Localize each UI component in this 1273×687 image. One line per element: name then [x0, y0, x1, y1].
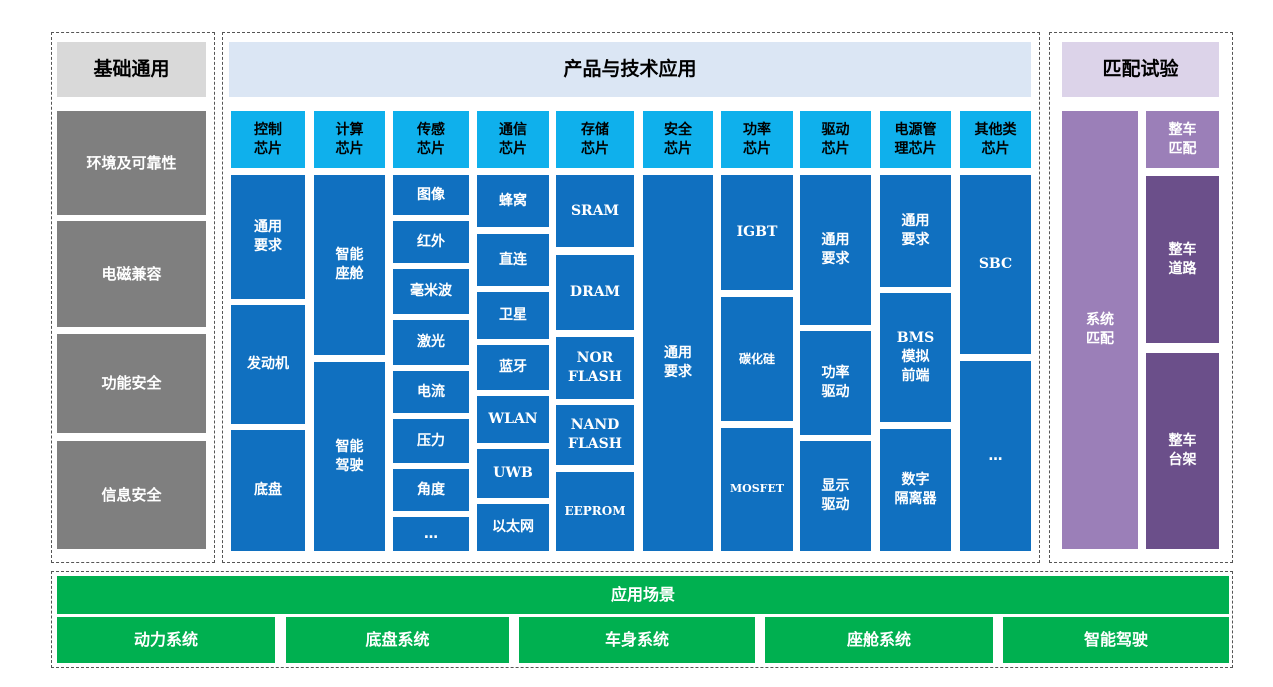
- chip-item: 通用 要求: [643, 175, 713, 551]
- chip-column-title: 存储 芯片: [556, 111, 634, 168]
- chip-column-title: 控制 芯片: [231, 111, 305, 168]
- chip-item: SBC: [960, 175, 1031, 354]
- scenario-frame: [51, 571, 1233, 668]
- scenario-header: 应用场景: [57, 576, 1229, 614]
- vehicle-matching: 整车 匹配: [1146, 111, 1219, 168]
- foundation-frame: [51, 32, 215, 563]
- scenario-item: 座舱系统: [765, 617, 993, 663]
- matching-frame: [1049, 32, 1233, 563]
- chip-item: BMS 模拟 前端: [880, 293, 951, 422]
- chip-item: 发动机: [231, 305, 305, 424]
- chip-item: 电流: [393, 371, 469, 413]
- chip-item: 红外: [393, 221, 469, 263]
- chip-item: 智能 座舱: [314, 175, 385, 355]
- chip-item: 显示 驱动: [800, 441, 871, 551]
- chip-item: IGBT: [721, 175, 793, 290]
- chip-item: WLAN: [477, 396, 549, 443]
- chip-item: …: [960, 361, 1031, 551]
- chip-item: 碳化硅: [721, 297, 793, 421]
- matching-header: 匹配试验: [1062, 42, 1219, 97]
- chip-column-title: 其他类 芯片: [960, 111, 1031, 168]
- chip-item: 蜂窝: [477, 175, 549, 227]
- chip-column-title: 驱动 芯片: [800, 111, 871, 168]
- chip-item: MOSFET: [721, 428, 793, 551]
- chip-item: 通用 要求: [800, 175, 871, 325]
- chip-item: NAND FLASH: [556, 405, 634, 465]
- scenario-item: 动力系统: [57, 617, 275, 663]
- chip-item: 角度: [393, 469, 469, 511]
- system-matching: 系统 匹配: [1062, 111, 1138, 549]
- chip-item: 蓝牙: [477, 345, 549, 390]
- chip-item: 功率 驱动: [800, 331, 871, 435]
- foundation-item: 信息安全: [57, 441, 206, 549]
- chip-column-title: 功率 芯片: [721, 111, 793, 168]
- vehicle-bench-test: 整车 台架: [1146, 353, 1219, 549]
- scenario-item: 智能驾驶: [1003, 617, 1229, 663]
- chip-item: EEPROM: [556, 472, 634, 551]
- vehicle-road-test: 整车 道路: [1146, 176, 1219, 343]
- chip-item: 底盘: [231, 430, 305, 551]
- chip-item: SRAM: [556, 175, 634, 247]
- foundation-item: 功能安全: [57, 334, 206, 433]
- chip-item: 卫星: [477, 292, 549, 339]
- product-header: 产品与技术应用: [229, 42, 1031, 97]
- chip-item: 智能 驾驶: [314, 362, 385, 551]
- product-frame: [222, 32, 1040, 563]
- chip-column-title: 通信 芯片: [477, 111, 549, 168]
- foundation-header: 基础通用: [57, 42, 206, 97]
- chip-item: UWB: [477, 449, 549, 498]
- chip-item: 通用 要求: [880, 175, 951, 287]
- chip-column-title: 安全 芯片: [643, 111, 713, 168]
- chip-item: 数字 隔离器: [880, 429, 951, 551]
- chip-item: 图像: [393, 175, 469, 215]
- chip-item: …: [393, 517, 469, 551]
- chip-item: 毫米波: [393, 269, 469, 314]
- chip-item: 通用 要求: [231, 175, 305, 299]
- chip-item: 直连: [477, 234, 549, 286]
- foundation-item: 电磁兼容: [57, 221, 206, 327]
- chip-item: DRAM: [556, 255, 634, 330]
- scenario-item: 车身系统: [519, 617, 755, 663]
- scenario-item: 底盘系统: [286, 617, 509, 663]
- chip-column-title: 计算 芯片: [314, 111, 385, 168]
- chip-column-title: 电源管 理芯片: [880, 111, 951, 168]
- foundation-item: 环境及可靠性: [57, 111, 206, 215]
- chip-item: 压力: [393, 419, 469, 463]
- chip-item: 激光: [393, 320, 469, 365]
- chip-item: 以太网: [477, 504, 549, 551]
- chip-column-title: 传感 芯片: [393, 111, 469, 168]
- chip-item: NOR FLASH: [556, 337, 634, 399]
